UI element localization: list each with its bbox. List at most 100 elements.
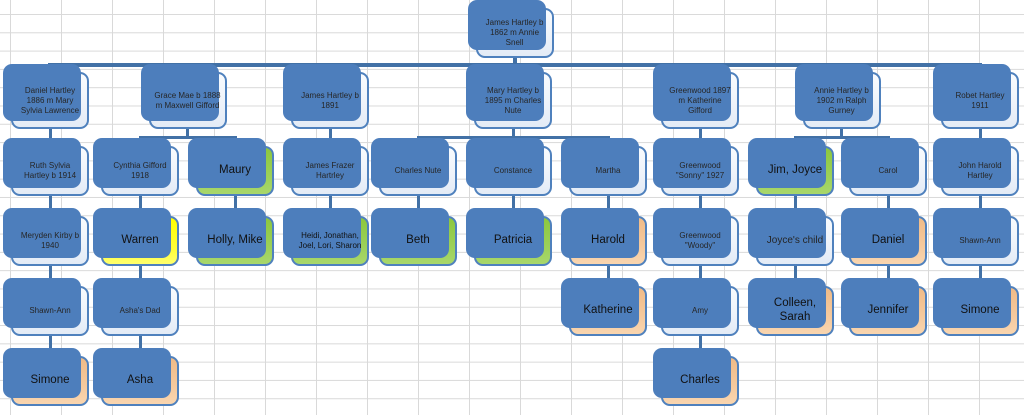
connector-line xyxy=(698,334,702,358)
node-label: Heidi, Jonathan, Joel, Lori, Sharon xyxy=(298,231,362,250)
tree-node-grace1888[interactable]: Grace Mae b 1888 m Maxwell Gifford xyxy=(140,64,227,129)
node-label: Maury xyxy=(219,164,251,177)
node-label: Daniel Hartley 1886 m Mary Sylvia Lawren… xyxy=(20,85,80,115)
node-label: Harold xyxy=(591,234,625,247)
node-label: James Hartley b 1862 m Annie Snell xyxy=(485,18,544,47)
tree-node-harold[interactable]: Harold xyxy=(561,208,647,266)
connector-line xyxy=(48,127,52,148)
tree-node-colleensarah[interactable]: Colleen, Sarah xyxy=(748,278,834,336)
connector-line xyxy=(138,264,142,288)
node-label: Mary Hartley b 1895 m Charles Nute xyxy=(484,85,542,115)
tree-node-katherine[interactable]: Katherine xyxy=(561,278,647,336)
tree-node-sonny1927[interactable]: Greenwood "Sonny" 1927 xyxy=(653,138,739,196)
connector-line xyxy=(186,127,189,138)
node-label: Beth xyxy=(406,234,430,247)
tree-node-shawnann2[interactable]: Shawn-Ann xyxy=(933,208,1019,266)
tree-node-patricia[interactable]: Patricia xyxy=(466,208,552,266)
tree-node-james1891[interactable]: James Hartley b 1891 xyxy=(283,64,369,129)
tree-node-daniel1886[interactable]: Daniel Hartley 1886 m Mary Sylvia Lawren… xyxy=(3,64,89,129)
node-label: Holly, Mike xyxy=(207,234,263,247)
connector-line xyxy=(978,264,982,288)
tree-node-constance[interactable]: Constance xyxy=(466,138,552,196)
tree-node-shawnann1[interactable]: Shawn-Ann xyxy=(3,278,89,336)
tree-node-woody[interactable]: Greenwood "Woody" xyxy=(653,208,739,266)
node-label: Ruth Sylvia Hartley b 1914 xyxy=(23,161,77,180)
tree-node-simone2[interactable]: Simone xyxy=(933,278,1019,336)
node-label: Charles Nute xyxy=(394,166,442,175)
connector-line xyxy=(698,264,702,288)
node-label: John Harold Hartley xyxy=(958,161,1002,180)
connector-line xyxy=(840,127,843,138)
node-label: Asha xyxy=(126,374,154,387)
connector-line xyxy=(511,127,515,138)
tree-node-carol[interactable]: Carol xyxy=(841,138,927,196)
node-label: Carol xyxy=(878,166,898,175)
node-label: Simone xyxy=(30,374,70,387)
tree-node-hollymike[interactable]: Holly, Mike xyxy=(188,208,274,266)
tree-node-johnharold[interactable]: John Harold Hartley xyxy=(933,138,1019,196)
node-label: Annie Hartley b 1902 m Ralph Gurney xyxy=(814,85,869,115)
connector-line xyxy=(606,194,610,218)
tree-node-james1862[interactable]: James Hartley b 1862 m Annie Snell xyxy=(467,0,554,58)
node-label: Cynthia Gifford 1918 xyxy=(113,161,167,180)
connector-line xyxy=(793,136,890,139)
connector-line xyxy=(978,127,982,148)
connector-line xyxy=(886,264,890,288)
node-label: James Hartley b 1891 xyxy=(301,90,359,110)
node-label: Jennifer xyxy=(867,304,909,317)
connector-line xyxy=(511,194,515,218)
tree-node-mary1895[interactable]: Mary Hartley b 1895 m Charles Nute xyxy=(466,64,552,129)
node-label: Greenwood "Woody" xyxy=(679,231,721,250)
tree-node-charlesnute[interactable]: Charles Nute xyxy=(371,138,457,196)
connector-line xyxy=(512,56,517,65)
connector-line xyxy=(233,194,237,218)
node-label: Greenwood "Sonny" 1927 xyxy=(675,161,725,180)
tree-node-cynthia1918[interactable]: Cynthia Gifford 1918 xyxy=(93,138,179,196)
tree-node-simone1[interactable]: Simone xyxy=(3,348,89,406)
connector-line xyxy=(48,194,52,218)
tree-node-joyceschild[interactable]: Joyce's child xyxy=(748,208,834,266)
connector-line xyxy=(606,264,610,288)
tree-node-heidietal[interactable]: Heidi, Jonathan, Joel, Lori, Sharon xyxy=(283,208,369,266)
node-label: Grace Mae b 1888 m Maxwell Gifford xyxy=(154,90,221,110)
connector-line xyxy=(48,334,52,358)
connector-line xyxy=(698,127,702,148)
tree-node-jennifer[interactable]: Jennifer xyxy=(841,278,927,336)
tree-node-jimjoyce[interactable]: Jim, Joyce xyxy=(748,138,834,196)
tree-node-annie1902[interactable]: Annie Hartley b 1902 m Ralph Gurney xyxy=(794,64,881,129)
tree-node-ashasdad[interactable]: Asha's Dad xyxy=(93,278,179,336)
tree-node-amy[interactable]: Amy xyxy=(653,278,739,336)
node-label: Jim, Joyce xyxy=(767,164,823,177)
node-label: Shawn-Ann xyxy=(29,306,71,315)
tree-node-beth[interactable]: Beth xyxy=(371,208,457,266)
tree-node-asha[interactable]: Asha xyxy=(93,348,179,406)
node-label: Daniel xyxy=(871,234,905,247)
node-label: Greenwood 1897 m Katherine Gifford xyxy=(669,85,731,115)
tree-node-martha[interactable]: Martha xyxy=(561,138,647,196)
node-label: Meryden Kirby b 1940 xyxy=(20,231,80,250)
node-label: Shawn-Ann xyxy=(959,236,1001,245)
node-label: Charles xyxy=(680,374,720,387)
connector-line xyxy=(416,194,420,218)
node-label: Katherine xyxy=(583,304,633,317)
tree-node-daniel2[interactable]: Daniel xyxy=(841,208,927,266)
tree-node-warren[interactable]: Warren xyxy=(93,208,179,266)
node-label: Amy xyxy=(692,306,708,315)
tree-node-maury[interactable]: Maury xyxy=(188,138,274,196)
connector-line xyxy=(48,264,52,288)
node-label: Robet Hartley 1911 xyxy=(955,90,1005,110)
tree-node-charles[interactable]: Charles xyxy=(653,348,739,406)
connector-line xyxy=(886,194,890,218)
connector-line xyxy=(793,264,797,288)
tree-node-jamesfrazer[interactable]: James Frazer Hartrley xyxy=(283,138,369,196)
tree-node-greenwood1897[interactable]: Greenwood 1897 m Katherine Gifford xyxy=(653,64,739,129)
tree-node-meryden1940[interactable]: Meryden Kirby b 1940 xyxy=(3,208,89,266)
connector-line xyxy=(698,194,702,218)
node-label: Simone xyxy=(960,304,1000,317)
node-label: Constance xyxy=(493,166,533,175)
tree-node-ruth1914[interactable]: Ruth Sylvia Hartley b 1914 xyxy=(3,138,89,196)
connector-line xyxy=(793,194,797,218)
tree-node-robet1911[interactable]: Robet Hartley 1911 xyxy=(933,64,1019,129)
node-label: Warren xyxy=(121,234,159,247)
node-label: James Frazer Hartrley xyxy=(305,161,355,180)
